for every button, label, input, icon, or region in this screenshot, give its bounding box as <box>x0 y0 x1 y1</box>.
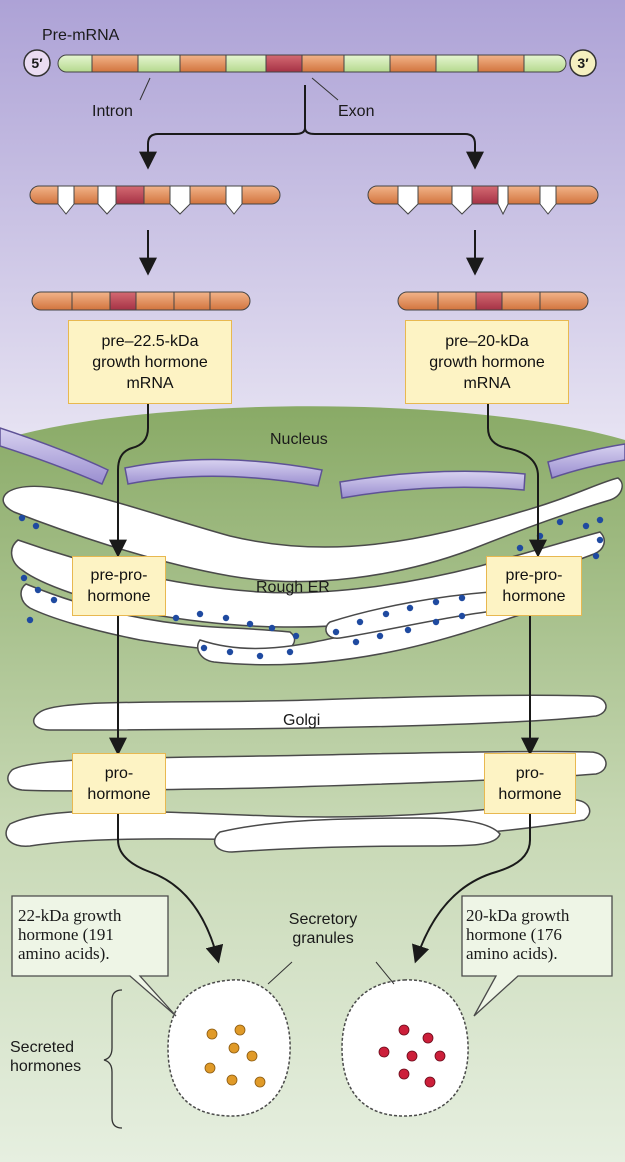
secreted-hormones-label: Secreted hormones <box>10 1039 82 1075</box>
ribosomes <box>18 514 604 660</box>
right-prohormone-box: pro-hormone <box>484 753 576 814</box>
nucleus-label: Nucleus <box>270 431 328 448</box>
intron-label: Intron <box>92 103 133 120</box>
right-callout-text: 20-kDa growth hormone (176 amino acids). <box>466 906 570 963</box>
five-prime-marker <box>23 49 51 77</box>
exon-label: Exon <box>338 103 375 120</box>
left-pathway-arrows <box>109 402 224 964</box>
granule-pointer-left <box>267 961 293 985</box>
right-preprohormone-box: pre-pro-hormone <box>486 556 582 616</box>
right-splice-intermediate <box>367 185 599 216</box>
left-secretory-granule <box>167 979 291 1117</box>
left-prohormone-box: pro-hormone <box>72 753 166 814</box>
granule-pointer-right <box>375 961 395 985</box>
secreted-brace <box>103 989 123 1129</box>
left-callout-bubble <box>11 895 177 1017</box>
three-prime-marker <box>569 49 597 77</box>
five-prime-label: 5′ <box>31 55 43 71</box>
left-callout-text: 22-kDa growth hormone (191 amino acids). <box>18 906 122 963</box>
exon-pointer <box>311 77 339 101</box>
pre-mrna-label: Pre-mRNA <box>42 27 120 44</box>
three-prime-label: 3′ <box>577 55 589 71</box>
left-splice-intermediate <box>29 185 281 215</box>
right-mature-mrna <box>397 291 589 311</box>
right-callout-bubble <box>461 895 613 1017</box>
pre-mrna-strand <box>57 54 567 73</box>
right-secretory-granule <box>341 979 469 1117</box>
nuclear-envelope <box>0 427 625 499</box>
left-mature-mrna <box>31 291 251 311</box>
secretory-granules-label: Secretory granules <box>288 911 358 947</box>
left-preprohormone-box: pre-pro-hormone <box>72 556 166 616</box>
intron-pointer <box>139 77 151 101</box>
golgi-label: Golgi <box>283 712 321 729</box>
right-pathway-arrows <box>412 402 547 964</box>
branch-arrow <box>139 85 484 170</box>
rough-er-label: Rough ER <box>256 579 330 596</box>
